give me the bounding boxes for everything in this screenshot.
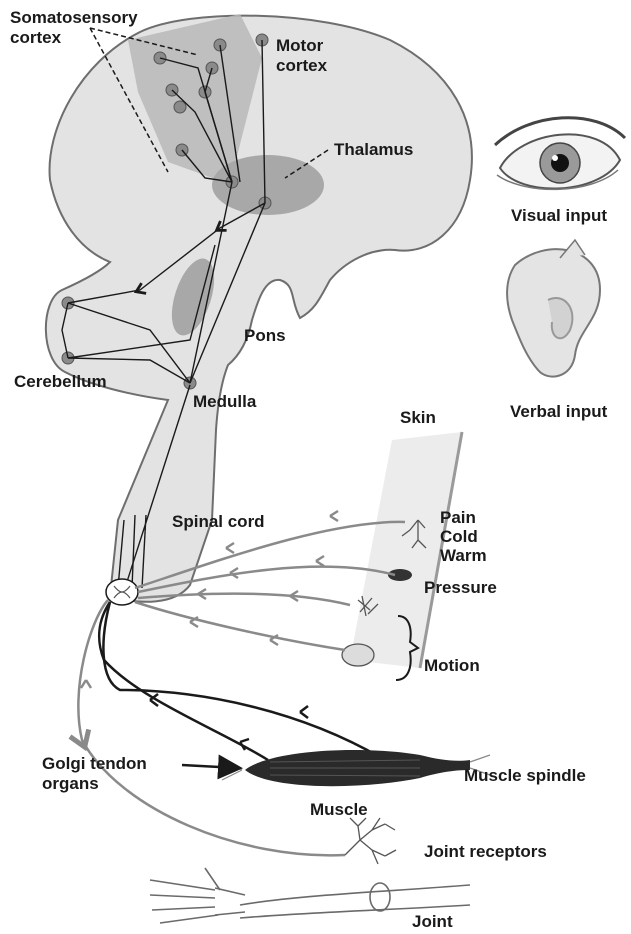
joint-receptors-label: Joint receptors bbox=[424, 842, 547, 862]
cold-label: Cold bbox=[440, 527, 478, 547]
motion-label: Motion bbox=[424, 656, 480, 676]
motion-receptor bbox=[342, 644, 374, 666]
verbal-input-label: Verbal input bbox=[510, 402, 607, 422]
golgi-tendon-organs-label-line2: organs bbox=[42, 774, 99, 794]
golgi-tendon-organs-label: Golgi tendon bbox=[42, 754, 147, 774]
motor-cortex-label: Motor bbox=[276, 36, 323, 56]
spinal-cord-label: Spinal cord bbox=[172, 512, 265, 532]
muscle-spindle-label: Muscle spindle bbox=[464, 766, 586, 786]
cerebellum-label: Cerebellum bbox=[14, 372, 107, 392]
skin-label: Skin bbox=[400, 408, 436, 428]
medulla-label: Medulla bbox=[193, 392, 256, 412]
thalamus-label: Thalamus bbox=[334, 140, 413, 160]
pons-label: Pons bbox=[244, 326, 286, 346]
pain-label: Pain bbox=[440, 508, 476, 528]
pressure-label: Pressure bbox=[424, 578, 497, 598]
visual-input-label: Visual input bbox=[511, 206, 607, 226]
somatosensory-cortex-label: Somatosensory bbox=[10, 8, 138, 28]
ear-icon bbox=[507, 240, 600, 377]
somatosensory-cortex-label-line2: cortex bbox=[10, 28, 61, 48]
joint-label: Joint bbox=[412, 912, 453, 932]
muscle-label: Muscle bbox=[310, 800, 368, 820]
warm-label: Warm bbox=[440, 546, 487, 566]
motor-cortex-label-line2: cortex bbox=[276, 56, 327, 76]
eye-icon bbox=[495, 118, 625, 190]
joint-receptors-icon bbox=[345, 818, 396, 864]
